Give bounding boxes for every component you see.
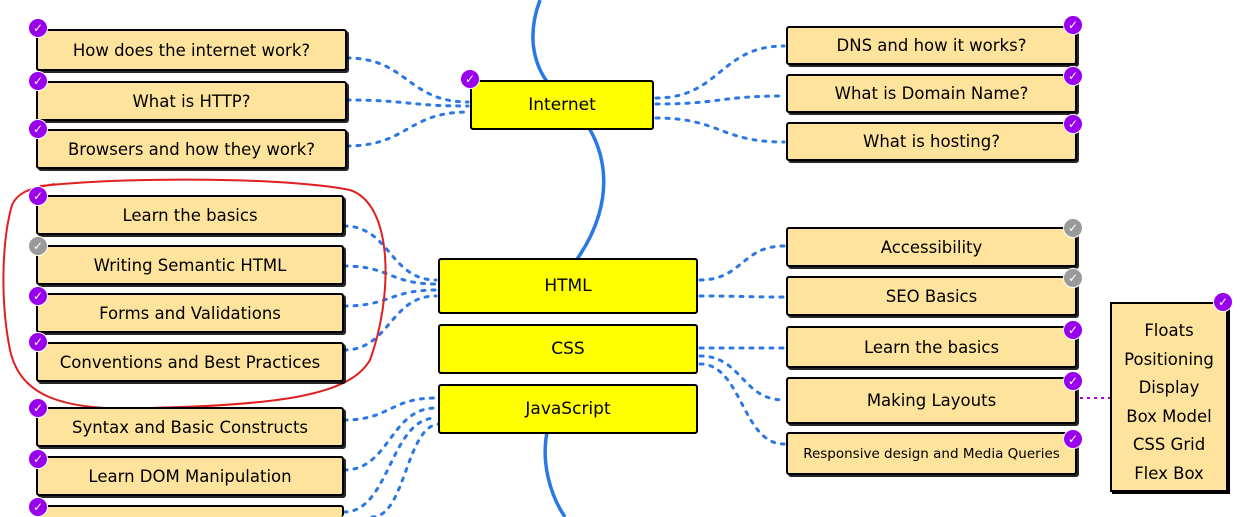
check-done-icon: ✓ (460, 69, 480, 89)
topic-label: What is hosting? (863, 132, 1000, 151)
layouts-list-item[interactable]: Floats (1144, 321, 1194, 340)
topic-label: Learn DOM Manipulation (88, 466, 292, 486)
topic-node[interactable]: Conventions and Best Practices (36, 342, 344, 382)
check-done-icon: ✓ (28, 332, 48, 352)
check-done-icon: ✓ (1063, 114, 1083, 134)
check-done-icon: ✓ (1213, 292, 1233, 312)
topic-label: Learn the basics (122, 205, 258, 225)
topic-connector (342, 288, 438, 308)
layouts-list: Floats Positioning Display Box Model CSS… (1110, 302, 1228, 492)
check-done-icon: ✓ (1063, 429, 1083, 449)
topic-node[interactable]: SEO Basics (786, 276, 1077, 316)
topic-label: SEO Basics (885, 286, 978, 306)
check-done-icon: ✓ (28, 186, 48, 206)
main-node-label: CSS (551, 339, 585, 359)
topic-node[interactable]: Learn the basics (36, 195, 344, 235)
topic-node[interactable]: How does the internet work? (36, 29, 347, 71)
main-node-javascript[interactable]: JavaScript (438, 384, 698, 434)
topic-node[interactable]: What is HTTP? (36, 81, 347, 121)
topic-node[interactable]: DNS and how it works? (786, 26, 1077, 65)
topic-connector (342, 406, 438, 472)
topic-label: Accessibility (880, 237, 983, 257)
topic-label: Writing Semantic HTML (93, 255, 287, 275)
topic-connector (345, 56, 470, 104)
topic-label: Browsers and how they work? (67, 139, 316, 159)
topic-label: Learn the basics (863, 337, 1000, 357)
topic-label: What is HTTP? (132, 91, 251, 111)
layouts-list-item[interactable]: CSS Grid (1132, 435, 1206, 454)
topic-connector (698, 354, 786, 402)
check-done-icon: ✓ (1063, 371, 1083, 391)
main-node-label: JavaScript (525, 399, 611, 419)
highlight-circle (2, 178, 387, 410)
topic-node[interactable]: Browsers and how they work? (36, 129, 347, 169)
layouts-list-item[interactable]: Box Model (1126, 406, 1212, 426)
topic-connector (654, 94, 786, 106)
topic-connector (698, 244, 786, 282)
check-pending-icon: ✓ (1063, 268, 1083, 288)
topic-label: How does the internet work? (72, 40, 311, 60)
topic-node[interactable]: What is Domain Name? (786, 74, 1077, 113)
check-done-icon: ✓ (28, 497, 48, 517)
topic-connector (342, 264, 438, 286)
topic-node[interactable]: Learn DOM Manipulation (36, 456, 344, 496)
topic-connector (698, 362, 786, 446)
topic-connector (698, 294, 786, 299)
main-node-css[interactable]: CSS (438, 324, 698, 374)
topic-label: Making Layouts (866, 391, 997, 410)
topic-node[interactable]: Accessibility (786, 227, 1077, 267)
topic-label: Responsive design and Media Queries (803, 445, 1060, 462)
topic-label: Forms and Validations (99, 303, 281, 323)
main-node-html[interactable]: HTML (438, 258, 698, 314)
topic-node[interactable]: Learn the basics (786, 326, 1077, 368)
main-node-label: HTML (544, 276, 592, 296)
topic-connector (345, 98, 470, 108)
check-done-icon: ✓ (28, 286, 48, 306)
check-done-icon: ✓ (28, 398, 48, 418)
topic-node[interactable]: Writing Semantic HTML (36, 245, 344, 285)
check-done-icon: ✓ (28, 71, 48, 91)
check-done-icon: ✓ (28, 449, 48, 469)
topic-connector (342, 396, 438, 422)
check-pending-icon: ✓ (28, 236, 48, 256)
topic-connector (654, 44, 786, 100)
main-node-label: Internet (528, 95, 596, 115)
layouts-list-item[interactable]: Positioning (1124, 349, 1214, 369)
topic-label: What is Domain Name? (834, 84, 1029, 103)
topic-connector (342, 224, 438, 282)
check-done-icon: ✓ (1063, 15, 1083, 35)
check-pending-icon: ✓ (1063, 218, 1083, 238)
topic-label: Syntax and Basic Constructs (71, 417, 309, 437)
layouts-list-item[interactable]: Display (1138, 378, 1200, 397)
topic-node[interactable]: What is hosting? (786, 122, 1077, 161)
topic-connector (654, 116, 786, 144)
topic-label: DNS and how it works? (836, 36, 1027, 55)
topic-connector (345, 110, 470, 148)
topic-connector (342, 294, 438, 352)
topic-node[interactable] (36, 505, 344, 517)
topic-connector (370, 422, 442, 517)
topic-node[interactable]: Making Layouts (786, 377, 1077, 424)
check-done-icon: ✓ (28, 119, 48, 139)
layouts-list-item[interactable]: Flex Box (1134, 463, 1204, 483)
check-done-icon: ✓ (1063, 66, 1083, 86)
main-node-internet[interactable]: Internet (470, 80, 654, 130)
check-done-icon: ✓ (1063, 320, 1083, 340)
topic-connector (342, 416, 438, 514)
topic-node[interactable]: Syntax and Basic Constructs (36, 407, 344, 447)
topic-node[interactable]: Forms and Validations (36, 293, 344, 333)
topic-label: Conventions and Best Practices (59, 352, 321, 372)
check-done-icon: ✓ (28, 18, 48, 38)
topic-node[interactable]: Responsive design and Media Queries (786, 432, 1077, 475)
